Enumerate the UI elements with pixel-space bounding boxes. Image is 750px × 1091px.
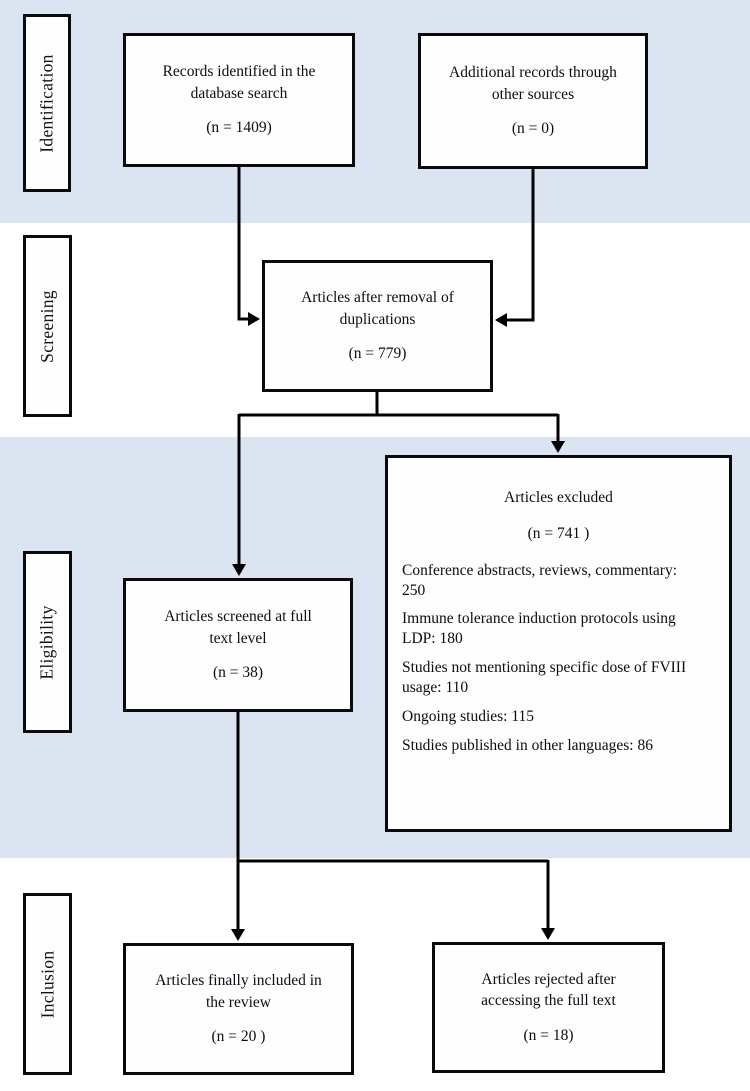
exclusion-reason: Conference abstracts, reviews, commentar… — [402, 561, 678, 599]
node-full-text-screened: Articles screened at full text level (n … — [123, 578, 353, 712]
node-text-line: database search — [190, 84, 288, 102]
node-records-identified: Records identified in the database searc… — [123, 33, 355, 167]
node-additional-records: Additional records through other sources… — [418, 33, 648, 169]
stage-label-inclusion: Inclusion — [23, 893, 72, 1075]
node-finally-included: Articles finally included in the review … — [123, 943, 354, 1075]
node-count: (n = 1409) — [206, 119, 272, 137]
stage-label-text: Screening — [37, 289, 57, 363]
node-text-line: Records identified in the — [162, 63, 316, 81]
node-text-line: duplications — [339, 310, 416, 328]
node-articles-excluded: Articles excluded (n = 741 ) Conference … — [385, 455, 732, 832]
node-count: (n = 741 ) — [527, 525, 590, 543]
node-rejected-full-text: Articles rejected after accessing the fu… — [432, 942, 665, 1073]
stage-label-text: Identification — [36, 53, 57, 153]
node-after-duplicates: Articles after removal of duplications (… — [262, 260, 493, 392]
exclusion-reason: Studies published in other languages: 86 — [402, 736, 653, 754]
node-text-line: Additional records through — [449, 64, 617, 82]
stage-label-screening: Screening — [23, 235, 72, 417]
exclusion-reason: Immune tolerance induction protocols usi… — [402, 610, 676, 648]
stage-label-text: Eligibility — [37, 604, 57, 680]
stage-label-identification: Identification — [23, 14, 71, 192]
node-text-line: the review — [206, 993, 271, 1011]
node-text-line: Articles finally included in — [155, 972, 322, 990]
exclusion-reason-list: Conference abstracts, reviews, commentar… — [402, 552, 691, 765]
node-text-line: Articles after removal of — [301, 289, 454, 307]
node-text-line: Articles screened at full — [164, 608, 312, 626]
exclusion-reason: Studies not mentioning specific dose of … — [402, 659, 687, 696]
exclusion-reason: Ongoing studies: 115 — [402, 707, 535, 725]
node-count: (n = 779) — [348, 345, 407, 363]
stage-label-text: Inclusion — [37, 950, 57, 1018]
node-text-line: Articles rejected after — [481, 970, 616, 988]
node-text-line: text level — [209, 629, 267, 647]
node-text-line: other sources — [491, 85, 575, 103]
node-count: (n = 18) — [523, 1026, 574, 1044]
node-text-line: Articles excluded — [504, 489, 613, 506]
node-count: (n = 38) — [212, 664, 264, 682]
node-count: (n = 0) — [511, 120, 555, 138]
node-count: (n = 20 ) — [211, 1028, 266, 1046]
node-text-line: accessing the full text — [481, 992, 616, 1010]
stage-label-eligibility: Eligibility — [23, 551, 72, 733]
